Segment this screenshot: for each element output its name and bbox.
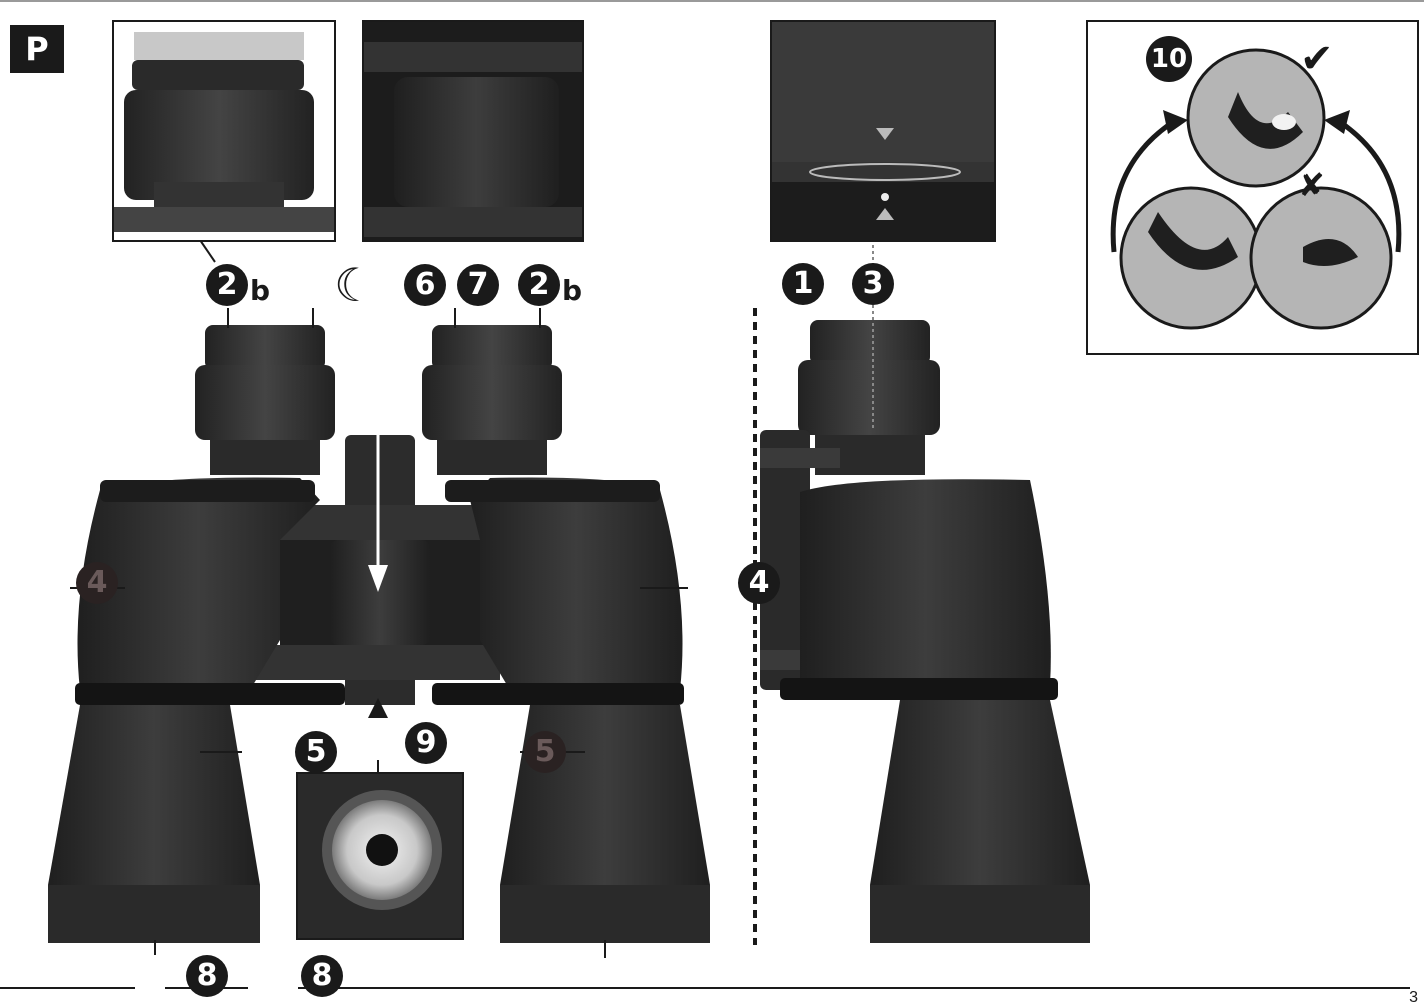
page-number: 3 (1409, 989, 1418, 1006)
top-rule (0, 0, 1424, 2)
right-eyecup (432, 325, 552, 370)
label-1: 1 (782, 263, 824, 305)
label-2-left-suffix: b (250, 274, 271, 307)
focus-wheel (330, 540, 430, 645)
moon-icon: ☾ (334, 258, 376, 312)
side-binoculars (753, 245, 1090, 945)
label-8-right: 8 (301, 955, 343, 997)
left-objective-barrel (48, 705, 260, 885)
label-2-right: 2 (518, 264, 560, 306)
alignment-figure (1086, 20, 1419, 355)
right-objective-barrel (500, 705, 710, 885)
label-2-right-suffix: b (562, 274, 583, 307)
label-4-right: 4 (738, 562, 780, 604)
aligned-view-circle (1186, 48, 1326, 188)
label-7: 7 (457, 264, 499, 306)
cross-mark-icon: ✘ (1298, 166, 1325, 204)
section-label: P (10, 25, 64, 73)
label-4-left: 4 (76, 562, 118, 604)
check-mark-icon: ✔ (1300, 36, 1334, 82)
center-hinge-top (345, 435, 415, 515)
detail-objective-lens (296, 772, 464, 940)
front-binoculars (48, 239, 710, 958)
label-10: 10 (1146, 36, 1192, 82)
detail-diopter (770, 20, 996, 242)
detail-focus-wheel (362, 20, 584, 242)
label-3: 3 (852, 263, 894, 305)
detail-eyecup (112, 20, 336, 242)
label-5-right: 5 (524, 731, 566, 773)
bottom-bridge (255, 645, 500, 680)
label-2-left: 2 (206, 264, 248, 306)
label-9: 9 (405, 722, 447, 764)
left-diopter-ring (195, 365, 335, 440)
label-8-left: 8 (186, 955, 228, 997)
left-eyecup (205, 325, 325, 370)
label-5-left: 5 (295, 731, 337, 773)
label-6: 6 (404, 264, 446, 306)
